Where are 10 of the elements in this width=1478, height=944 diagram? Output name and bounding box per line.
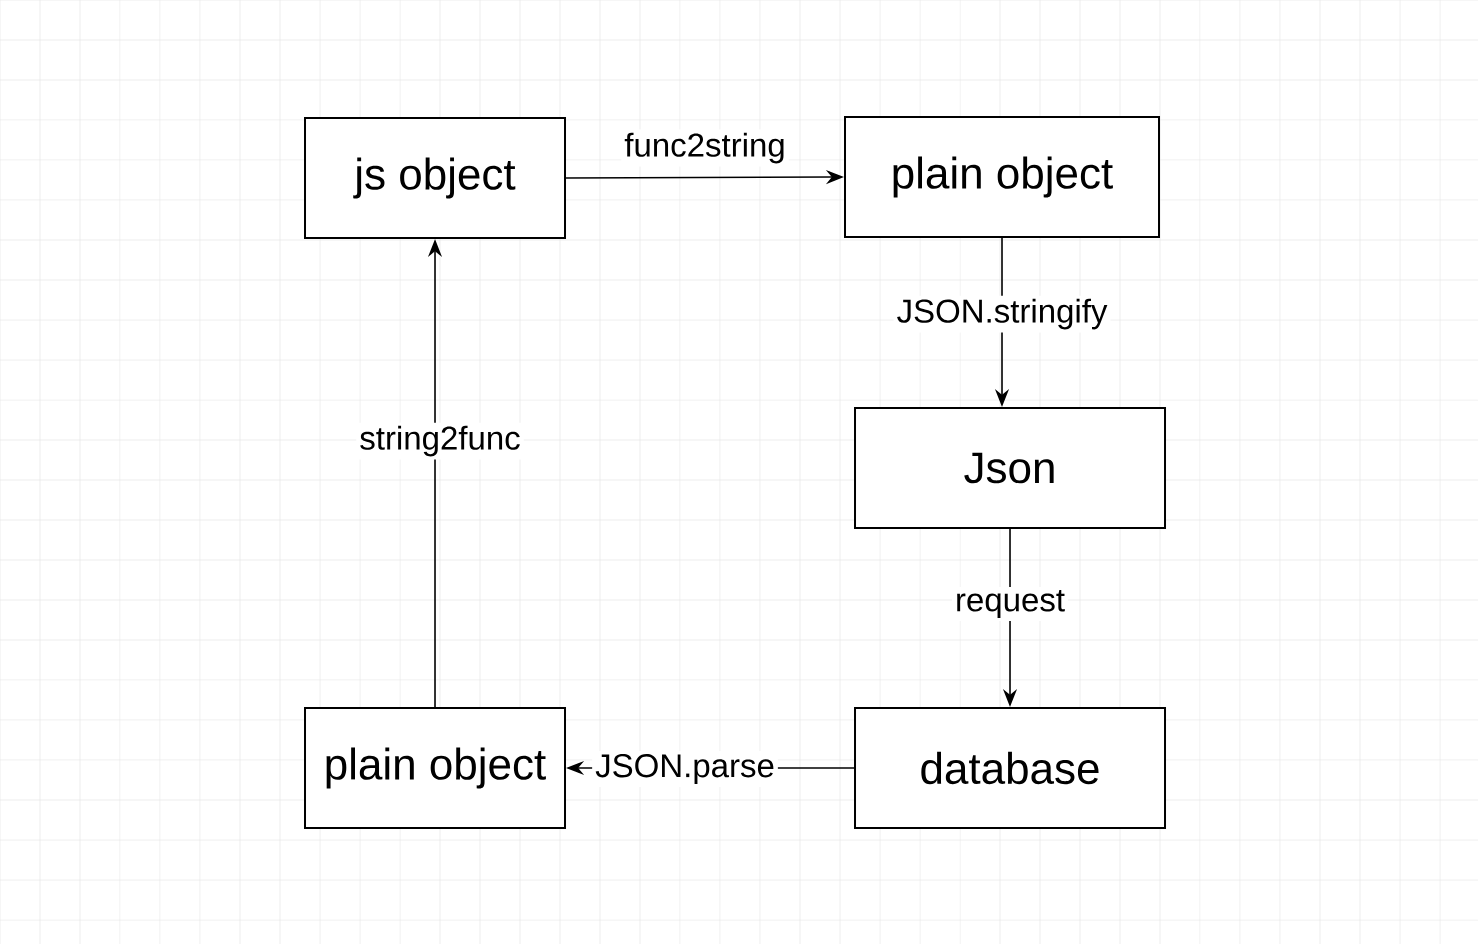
process-box: plain object [844, 116, 1160, 238]
process-box: plain object [304, 707, 566, 829]
edge-label: func2string [621, 129, 789, 167]
process-box: Json [854, 407, 1166, 529]
edge-label: JSON.parse [592, 751, 778, 787]
edge-label: JSON.stringify [893, 295, 1111, 333]
edge-label: string2func [356, 422, 524, 460]
edge-label: request [952, 586, 1069, 622]
process-box: database [854, 707, 1166, 829]
process-box: js object [304, 117, 566, 239]
